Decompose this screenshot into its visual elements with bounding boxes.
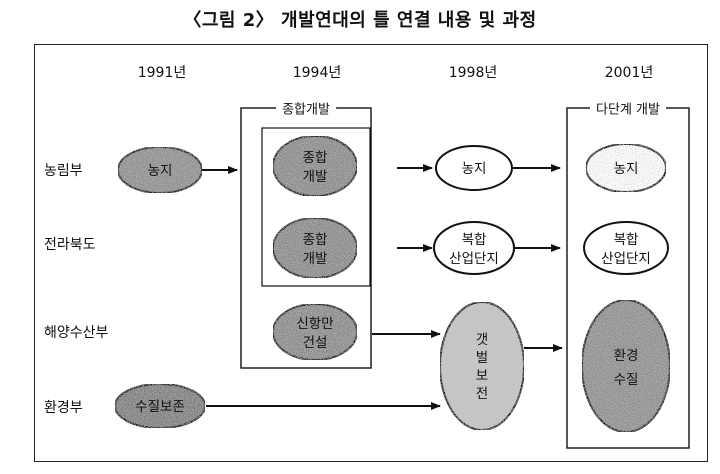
node-environment-2001 (581, 299, 671, 433)
node-farmland-1998 (435, 145, 513, 191)
node-new-port (272, 303, 358, 361)
dept-label-agriculture: 농림부 (44, 163, 83, 179)
node-farmland-1991-label: 농지 (148, 163, 173, 179)
comprehensive-dev-inner-box (261, 127, 371, 287)
node-tidal-flat-1998-line4: 전 (476, 386, 488, 402)
node-complex-1998 (433, 221, 515, 275)
node-new-port-line2: 건설 (303, 335, 328, 351)
node-comprehensive-dev-2-line1: 종합 (303, 232, 328, 248)
node-complex-2001 (583, 221, 669, 275)
node-comprehensive-dev-1-line2: 개발 (303, 169, 328, 185)
node-farmland-2001 (585, 143, 667, 193)
group-label-multistage: 다단계 개발 (590, 98, 666, 118)
diagram-frame (34, 44, 708, 462)
node-comprehensive-dev-1-line1: 종합 (303, 150, 328, 166)
node-complex-2001-line2: 산업단지 (601, 251, 651, 267)
year-label-1991: 1991년 (137, 65, 187, 81)
node-farmland-1991 (117, 146, 203, 194)
dept-label-maritime: 해양수산부 (44, 325, 109, 341)
dept-label-environment: 환경부 (44, 400, 83, 416)
node-farmland-1998-label: 농지 (462, 161, 487, 177)
node-water-quality-1991 (114, 383, 206, 429)
year-label-1994: 1994년 (292, 65, 342, 81)
node-tidal-flat-1998-line1: 갯 (476, 332, 488, 348)
year-label-1998: 1998년 (448, 65, 498, 81)
node-environment-2001-line2: 수질 (614, 372, 639, 388)
node-complex-1998-line2: 산업단지 (449, 251, 499, 267)
node-environment-2001-line1: 환경 (614, 348, 639, 364)
node-complex-1998-line1: 복합 (462, 232, 487, 248)
dept-label-jeonbuk: 전라북도 (44, 237, 96, 253)
node-tidal-flat-1998 (439, 301, 525, 431)
year-label-2001: 2001년 (604, 65, 654, 81)
node-tidal-flat-1998-line2: 벌 (476, 350, 488, 366)
group-label-comprehensive: 종합개발 (276, 98, 336, 118)
node-comprehensive-dev-1 (272, 135, 358, 197)
figure-title: 〈그림 2〉 개발연대의 틀 연결 내용 및 과정 (183, 10, 537, 31)
node-complex-2001-line1: 복합 (614, 232, 639, 248)
node-comprehensive-dev-2 (272, 217, 358, 279)
node-tidal-flat-1998-line3: 보 (476, 368, 488, 384)
node-water-quality-1991-label: 수질보존 (135, 399, 185, 415)
node-farmland-2001-label: 농지 (614, 161, 639, 177)
node-new-port-line1: 신항만 (296, 316, 333, 332)
node-comprehensive-dev-2-line2: 개발 (303, 251, 328, 267)
